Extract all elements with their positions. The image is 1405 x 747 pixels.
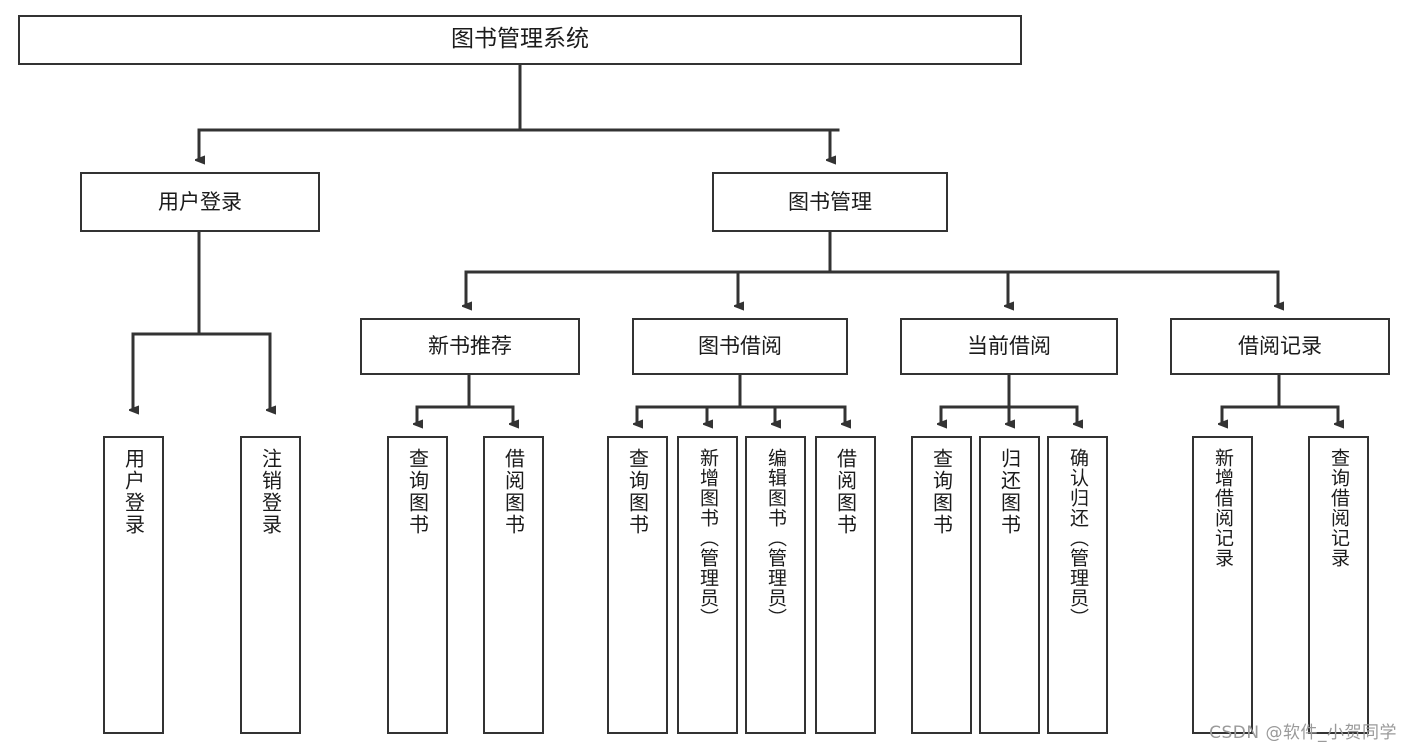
node-label: 确认归还（管理员） [1067, 448, 1089, 628]
node-book-borrowing[interactable]: 图书借阅 [632, 318, 848, 375]
node-new-book-recommendation[interactable]: 新书推荐 [360, 318, 580, 375]
node-current-borrowing[interactable]: 当前借阅 [900, 318, 1118, 375]
node-label: 查询图书 [405, 448, 430, 536]
node-label: 注销登录 [258, 448, 283, 536]
node-label: 借阅图书 [501, 448, 526, 536]
leaf-borrow-edit-book-admin[interactable]: 编辑图书（管理员） [745, 436, 806, 734]
node-label: 借阅图书 [833, 448, 858, 536]
leaf-recommend-query-book[interactable]: 查询图书 [387, 436, 448, 734]
node-label: 编辑图书（管理员） [765, 448, 787, 628]
node-user-login[interactable]: 用户登录 [80, 172, 320, 232]
leaf-record-add-borrow-record[interactable]: 新增借阅记录 [1192, 436, 1253, 734]
node-borrowing-records[interactable]: 借阅记录 [1170, 318, 1390, 375]
node-label: 新增借阅记录 [1212, 448, 1234, 568]
node-label: 查询图书 [929, 448, 954, 536]
node-book-management[interactable]: 图书管理 [712, 172, 948, 232]
leaf-record-query-borrow-record[interactable]: 查询借阅记录 [1308, 436, 1369, 734]
leaf-borrow-lend-book[interactable]: 借阅图书 [815, 436, 876, 734]
leaf-current-confirm-return-admin[interactable]: 确认归还（管理员） [1047, 436, 1108, 734]
node-label: 查询借阅记录 [1328, 448, 1350, 568]
node-label: 图书借阅 [698, 334, 782, 359]
node-label: 新书推荐 [428, 334, 512, 359]
node-label: 新增图书（管理员） [697, 448, 719, 628]
node-label: 用户登录 [158, 189, 242, 214]
leaf-user-login[interactable]: 用户登录 [103, 436, 164, 734]
node-label: 图书管理 [788, 189, 872, 214]
node-root-book-management-system[interactable]: 图书管理系统 [18, 15, 1022, 65]
csdn-watermark: CSDN @软件_小贺同学 [1209, 723, 1397, 743]
node-label: 借阅记录 [1238, 334, 1322, 359]
leaf-current-return-book[interactable]: 归还图书 [979, 436, 1040, 734]
node-label: 用户登录 [121, 448, 146, 536]
leaf-recommend-borrow-book[interactable]: 借阅图书 [483, 436, 544, 734]
node-label: 归还图书 [997, 448, 1022, 536]
leaf-current-query-book[interactable]: 查询图书 [911, 436, 972, 734]
node-label: 当前借阅 [967, 334, 1051, 359]
leaf-borrow-add-book-admin[interactable]: 新增图书（管理员） [677, 436, 738, 734]
node-label: 图书管理系统 [451, 26, 589, 53]
leaf-borrow-query-book[interactable]: 查询图书 [607, 436, 668, 734]
node-label: 查询图书 [625, 448, 650, 536]
leaf-user-logout[interactable]: 注销登录 [240, 436, 301, 734]
